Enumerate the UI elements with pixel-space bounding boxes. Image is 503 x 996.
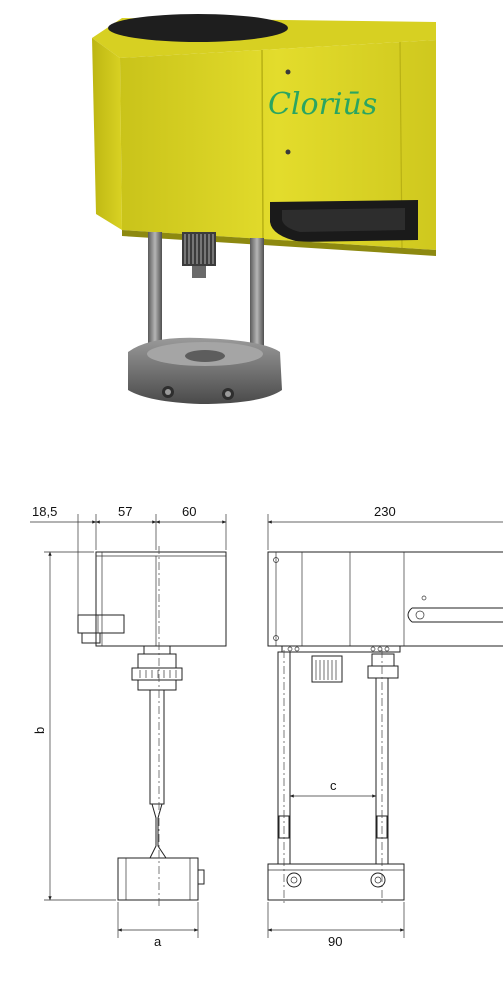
dim-18-5: 18,5: [32, 504, 57, 519]
front-view: [267, 551, 503, 906]
dim-90: 90: [328, 934, 342, 949]
led-bottom: [285, 149, 291, 155]
dim-57: 57: [118, 504, 132, 519]
left-rod: [148, 232, 162, 360]
dimension-drawing: 18,5 57 60 230 b c a 90: [30, 504, 503, 949]
brand-logo: Cloriūs: [268, 87, 377, 122]
dim-230: 230: [374, 504, 396, 519]
led-top: [285, 69, 291, 75]
dim-c: c: [330, 778, 337, 793]
dim-a: a: [154, 934, 162, 949]
dim-b: b: [32, 727, 47, 734]
housing-left-side: [92, 38, 122, 230]
housing-front: [120, 40, 436, 250]
housing-top-cap: [108, 14, 288, 42]
dim-60: 60: [182, 504, 196, 519]
right-rod: [250, 238, 264, 362]
side-view: [77, 546, 227, 906]
gear: [182, 232, 216, 266]
actuator-photo: Cloriūs: [92, 14, 436, 404]
